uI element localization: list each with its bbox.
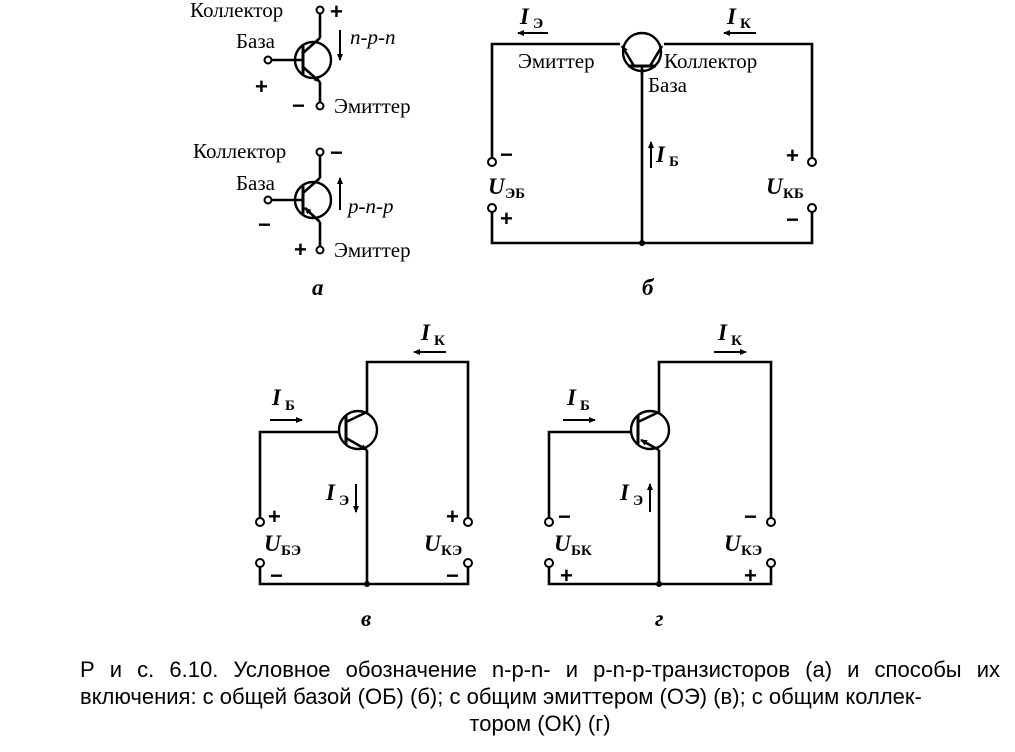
panel-g: I Б I К I Э − U БК + − U КЭ + г	[544, 320, 776, 631]
cc-uke-plus: +	[744, 563, 757, 588]
cb-ueb-voltage: U ЭБ	[488, 174, 525, 202]
panel-label-v: в	[361, 606, 371, 631]
svg-text:I: I	[271, 385, 282, 410]
svg-text:Б: Б	[285, 398, 295, 414]
ce-ube-plus: +	[268, 504, 281, 529]
svg-text:Э: Э	[633, 493, 643, 509]
pnp-type-label: p-n-p	[346, 194, 394, 218]
npn-base-plus: +	[255, 74, 268, 99]
svg-text:U: U	[488, 174, 506, 199]
caption-line-1: Р и с. 6.10. Условное обозначение n-p-n-…	[80, 657, 1000, 682]
ce-base-current: I Б	[270, 385, 303, 423]
pnp-collector-label: Коллектор	[193, 139, 286, 163]
panel-label-a: а	[312, 275, 324, 300]
ce-ube-voltage: U БЭ	[264, 531, 301, 559]
svg-text:Э: Э	[339, 493, 349, 509]
ce-uke-voltage: U КЭ	[424, 531, 462, 559]
cb-emitter-label: Эмиттер	[518, 49, 595, 73]
cc-emitter-current: I Э	[619, 480, 653, 512]
npn-emitter-minus: −	[292, 93, 305, 118]
svg-text:I: I	[717, 320, 728, 345]
ce-uke-minus: −	[446, 563, 459, 588]
cc-uke-minus: −	[744, 504, 757, 529]
panel-v: I Б I К I Э + U БЭ − + U КЭ − в	[255, 320, 473, 631]
figure-diagram: Коллектор + База + n-p-n − Эмиттер Колле…	[190, 0, 817, 631]
cc-transistor-symbol	[629, 409, 671, 452]
cb-base-current: I Б	[648, 141, 679, 170]
cb-ueb-minus: −	[500, 142, 513, 167]
caption-line-2: включения: с общей базой (ОБ) (б); с общ…	[80, 684, 922, 709]
panel-label-b: б	[642, 275, 655, 300]
svg-text:I: I	[566, 385, 577, 410]
pnp-collector-minus: −	[330, 140, 343, 165]
ce-circuit-wires	[258, 360, 470, 587]
figure-caption: Р и с. 6.10. Условное обозначение n-p-n-…	[80, 656, 1000, 737]
cc-base-current: I Б	[563, 385, 596, 423]
cb-ukb-minus: −	[786, 207, 799, 232]
svg-text:I: I	[619, 480, 630, 505]
svg-text:Б: Б	[669, 154, 679, 170]
cc-ubk-minus: −	[558, 504, 571, 529]
caption-line-3: тором (ОК) (г)	[469, 711, 611, 736]
svg-text:ЭБ: ЭБ	[505, 186, 525, 202]
cb-circuit-wires	[490, 42, 814, 246]
svg-text:БК: БК	[571, 543, 592, 559]
ce-collector-current: I К	[413, 320, 446, 355]
svg-text:U: U	[554, 531, 572, 556]
cc-ubk-voltage: U БК	[554, 531, 592, 559]
cb-ukb-plus: +	[786, 143, 799, 168]
npn-collector-label: Коллектор	[190, 0, 283, 22]
svg-text:Э: Э	[533, 16, 543, 32]
cc-collector-current: I К	[714, 320, 747, 355]
cc-uke-voltage: U КЭ	[724, 531, 762, 559]
npn-type-label: n-p-n	[350, 25, 396, 49]
ce-emitter-current: I Э	[325, 480, 359, 513]
svg-text:I: I	[519, 4, 530, 29]
svg-text:КЭ: КЭ	[441, 543, 462, 559]
cb-transistor-symbol	[620, 31, 664, 74]
svg-text:I: I	[726, 4, 737, 29]
npn-emitter-label: Эмиттер	[334, 94, 411, 118]
svg-text:I: I	[420, 320, 431, 345]
pnp-base-label: База	[236, 171, 276, 195]
panel-a: Коллектор + База + n-p-n − Эмиттер Колле…	[190, 0, 411, 300]
svg-text:К: К	[740, 16, 751, 32]
svg-text:U: U	[766, 174, 784, 199]
npn-transistor-symbol	[263, 5, 333, 111]
cb-emitter-current: I Э	[517, 4, 548, 36]
cc-ubk-plus: +	[560, 563, 573, 588]
pnp-transistor-symbol	[263, 147, 333, 255]
cb-ukb-voltage: U КБ	[766, 174, 804, 202]
npn-base-label: База	[236, 29, 276, 53]
svg-text:Б: Б	[580, 398, 590, 414]
svg-text:U: U	[424, 531, 442, 556]
pnp-emitter-label: Эмиттер	[334, 238, 411, 262]
cb-base-label: База	[648, 73, 688, 97]
cb-ueb-plus: +	[500, 206, 513, 231]
npn-collector-plus: +	[330, 0, 343, 24]
panel-b: I Э I К I Б Эмиттер Коллектор База − U Э…	[487, 4, 817, 300]
svg-text:U: U	[264, 531, 282, 556]
svg-text:КБ: КБ	[783, 186, 804, 202]
cc-circuit-wires	[547, 360, 773, 587]
pnp-base-minus: −	[258, 212, 271, 237]
ce-ube-minus: −	[270, 563, 283, 588]
svg-text:КЭ: КЭ	[741, 543, 762, 559]
svg-text:U: U	[724, 531, 742, 556]
svg-text:К: К	[434, 333, 445, 349]
svg-text:I: I	[325, 480, 336, 505]
panel-label-g: г	[655, 606, 664, 631]
ce-uke-plus: +	[446, 504, 459, 529]
svg-text:БЭ: БЭ	[281, 543, 301, 559]
pnp-emitter-plus: +	[294, 237, 307, 262]
ce-transistor-symbol	[337, 409, 379, 452]
svg-text:К: К	[731, 333, 742, 349]
cb-collector-current: I К	[723, 4, 756, 36]
cb-collector-label: Коллектор	[664, 49, 757, 73]
svg-text:I: I	[655, 142, 666, 167]
